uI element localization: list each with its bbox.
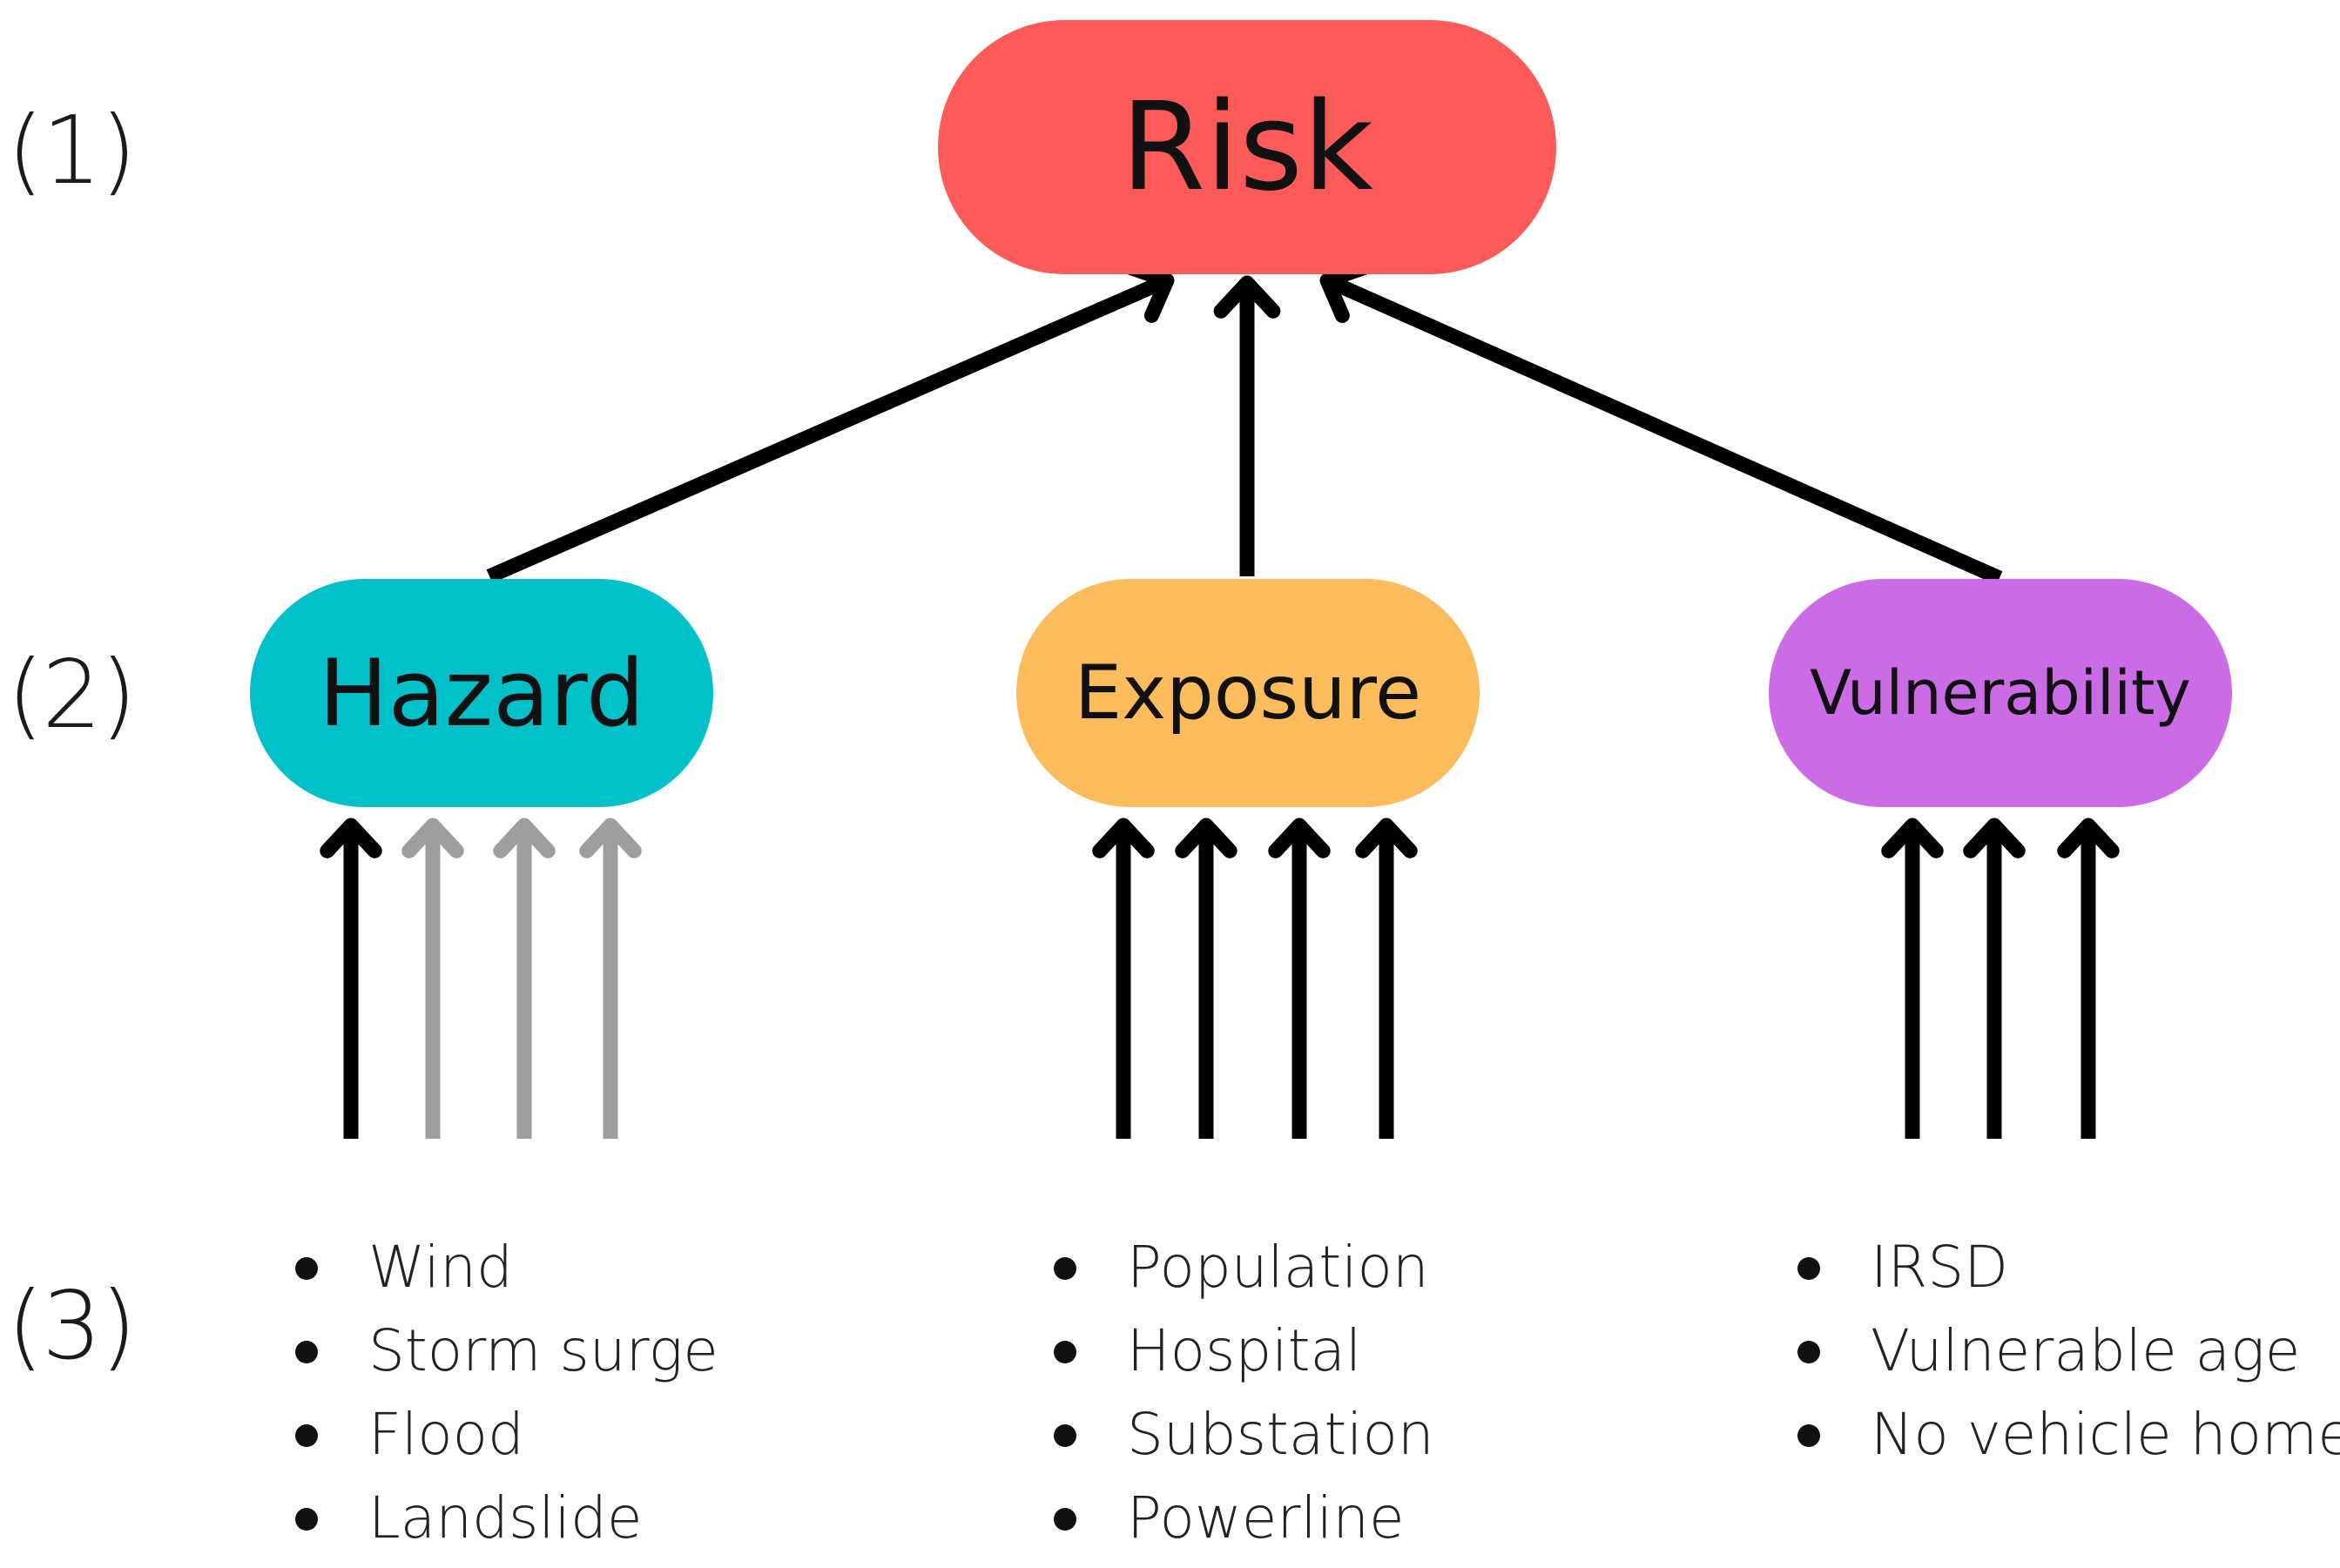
exposure-input-arrow-1 <box>1092 818 1155 1139</box>
bullet-icon <box>1054 1508 1076 1531</box>
risk-node: Risk <box>938 20 1556 274</box>
list-item: Vulnerable age <box>1797 1309 2340 1393</box>
factor-label: Wind <box>368 1234 513 1301</box>
list-item: No vehicle home <box>1797 1393 2340 1477</box>
factor-label: Flood <box>368 1401 524 1468</box>
hazard-factor-list: Wind Storm surge Flood Landslide <box>295 1226 718 1560</box>
factor-label: Storm surge <box>368 1317 718 1384</box>
hazard-input-arrow-3 <box>493 818 556 1139</box>
bullet-icon <box>1054 1424 1076 1447</box>
factor-label: Vulnerable age <box>1871 1317 2301 1384</box>
hazard-to-risk-arrow <box>486 259 1175 583</box>
exposure-input-arrow-2 <box>1175 818 1237 1139</box>
factor-label: Landslide <box>368 1484 643 1551</box>
hazard-input-arrow-4 <box>579 818 642 1139</box>
level-label-2: (2) <box>7 641 137 750</box>
hazard-input-arrow-1 <box>320 818 382 1139</box>
vulnerability-input-arrow-3 <box>2057 818 2120 1139</box>
factor-label: IRSD <box>1871 1234 2009 1301</box>
factor-label: Hospital <box>1127 1317 1362 1384</box>
exposure-node: Exposure <box>1016 579 1480 807</box>
list-item: Storm surge <box>295 1309 718 1393</box>
bullet-icon <box>1797 1257 1820 1280</box>
exposure-input-arrow-3 <box>1268 818 1331 1139</box>
list-item: Substation <box>1054 1393 1434 1477</box>
list-item: Wind <box>295 1226 718 1309</box>
bullet-icon <box>1797 1341 1820 1363</box>
vulnerability-factor-list: IRSD Vulnerable age No vehicle home <box>1797 1226 2340 1477</box>
factor-label: No vehicle home <box>1871 1401 2340 1468</box>
factor-label: Population <box>1127 1234 1429 1301</box>
list-item: Population <box>1054 1226 1434 1309</box>
vulnerability-node: Vulnerability <box>1769 579 2232 807</box>
vulnerability-input-arrow-1 <box>1881 818 1944 1139</box>
hazard-input-arrow-2 <box>401 818 464 1139</box>
list-item: Powerline <box>1054 1477 1434 1560</box>
vulnerability-to-risk-arrow <box>1319 260 2003 585</box>
list-item: Hospital <box>1054 1309 1434 1393</box>
list-item: Flood <box>295 1393 718 1477</box>
bullet-icon <box>1054 1257 1076 1280</box>
hazard-node: Hazard <box>250 579 713 807</box>
bullet-icon <box>295 1508 318 1531</box>
exposure-factor-list: Population Hospital Substation Powerline <box>1054 1226 1434 1560</box>
bullet-icon <box>1054 1341 1076 1363</box>
level-label-3: (3) <box>7 1272 137 1381</box>
bullet-icon <box>1797 1424 1820 1447</box>
list-item: Landslide <box>295 1477 718 1560</box>
bullet-icon <box>295 1257 318 1280</box>
factor-label: Substation <box>1127 1401 1434 1468</box>
exposure-to-risk-arrow <box>1213 275 1281 576</box>
list-item: IRSD <box>1797 1226 2340 1309</box>
bullet-icon <box>295 1424 318 1447</box>
level-label-1: (1) <box>7 97 137 205</box>
exposure-input-arrow-4 <box>1355 818 1418 1139</box>
vulnerability-input-arrow-2 <box>1963 818 2026 1139</box>
bullet-icon <box>295 1341 318 1363</box>
factor-label: Powerline <box>1127 1484 1405 1551</box>
